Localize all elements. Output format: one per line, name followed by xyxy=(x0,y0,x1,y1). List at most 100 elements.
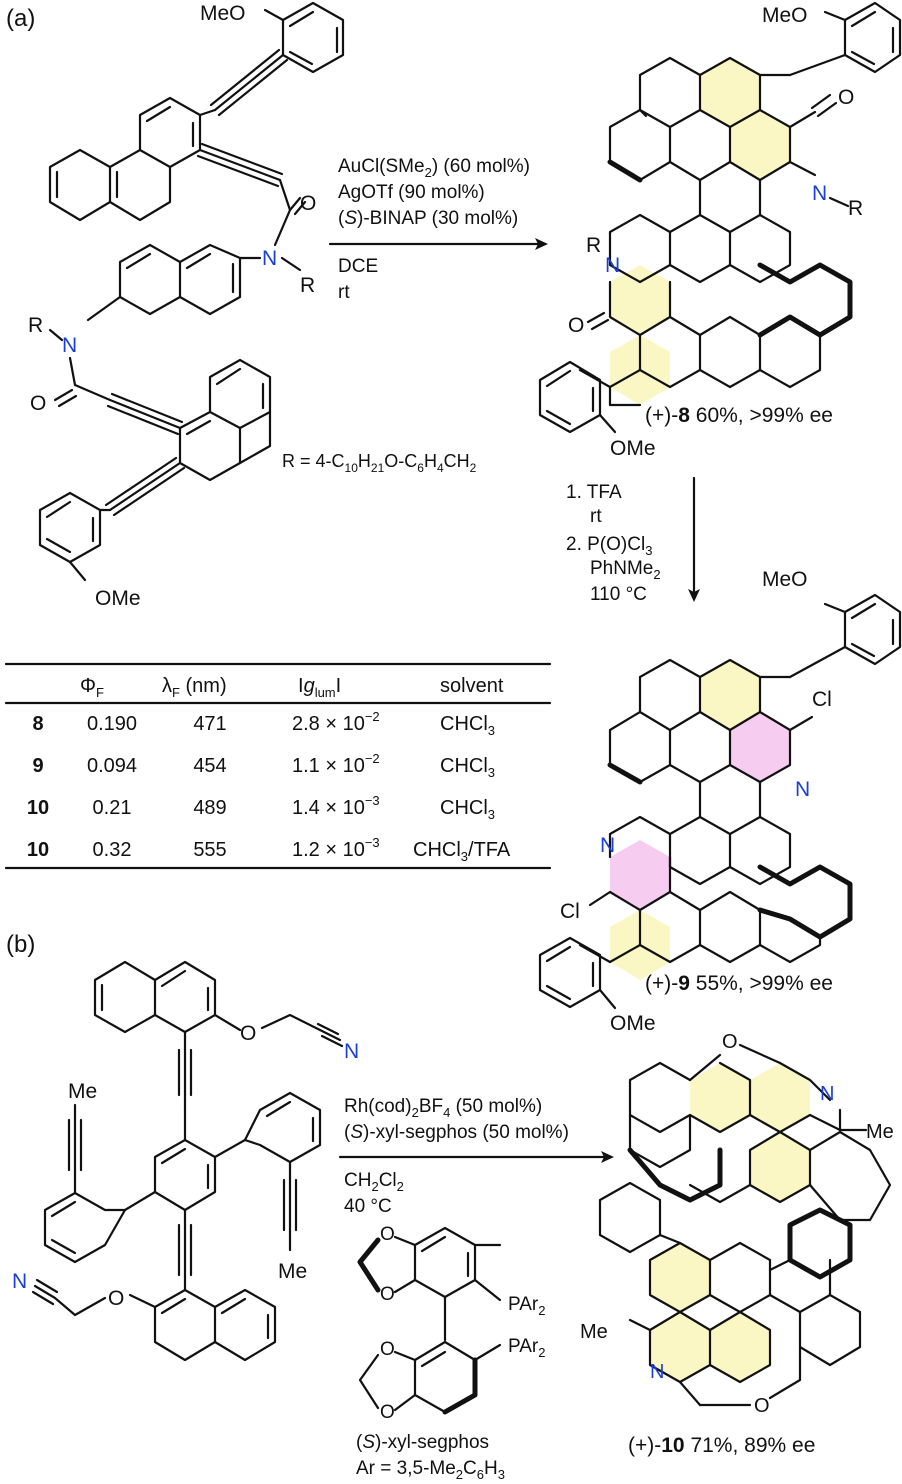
atom-r-p8-bottom: R xyxy=(586,234,601,257)
panel-label-b: (b) xyxy=(6,931,35,958)
panel-label-a: (a) xyxy=(6,5,35,32)
atom-meo-p9: MeO xyxy=(762,568,808,591)
conditions-b: Rh(cod)2BF4 (50 mol%) (S)-xyl-segphos (5… xyxy=(344,1096,569,1217)
atom-o-p8-bottom: O xyxy=(568,314,584,337)
atom-n-p9-top: N xyxy=(795,778,810,801)
svg-text:1. TFA: 1. TFA xyxy=(566,482,622,503)
atom-ome-p9: OMe xyxy=(610,1012,656,1035)
atom-n-p9-bottom: N xyxy=(600,834,615,857)
atom-o-b-top: O xyxy=(240,1022,256,1045)
table-header-lambda: λF (nm) xyxy=(162,675,227,700)
product-8-label: (+)-8 60%, >99% ee xyxy=(645,404,833,427)
table-cell-solvent: CHCl3 xyxy=(440,797,495,822)
atom-n-p10-bottom: N xyxy=(650,1361,664,1383)
atom-me-p10-bottom: Me xyxy=(580,1321,608,1343)
table-cell-solvent: CHCl3/TFA xyxy=(413,839,511,864)
table-cell-lambda: 489 xyxy=(193,797,226,819)
atom-me-b-right: Me xyxy=(278,1260,307,1283)
svg-text:PhNMe2: PhNMe2 xyxy=(590,558,661,582)
atom-o-b-bottom: O xyxy=(108,1287,124,1310)
atom-o-p8-top: O xyxy=(838,86,854,109)
atom-r-p8-top: R xyxy=(848,197,863,220)
ligand-segphos-structure: O O PAr2 O O PAr2 xyxy=(357,1224,546,1423)
atom-o-p10-bottom: O xyxy=(754,1395,770,1417)
table-cell-lambda: 454 xyxy=(193,755,226,777)
atom-ome-bottom: OMe xyxy=(95,587,141,610)
product-10-structure: O N Me Me N O xyxy=(580,1031,894,1417)
svg-text:2. P(O)Cl3: 2. P(O)Cl3 xyxy=(566,534,652,558)
table-cell-glum: 2.8 × 10−2 xyxy=(292,709,380,735)
atom-r-mid: R xyxy=(28,314,43,337)
atom-cl-p9-bottom: Cl xyxy=(560,900,580,923)
atom-meo-p8: MeO xyxy=(762,4,808,27)
product-8-structure: MeO O N R R N O OMe xyxy=(538,1,902,460)
table-cell-lambda: 555 xyxy=(193,839,226,861)
svg-text:(S)-BINAP (30 mol%): (S)-BINAP (30 mol%) xyxy=(338,208,518,229)
atom-n-top: N xyxy=(262,247,277,270)
table-cell-compound: 10 xyxy=(27,839,49,861)
table-cell-lambda: 471 xyxy=(193,713,226,735)
atom-me-b-left: Me xyxy=(68,1080,97,1103)
photophysics-table: ΦF λF (nm) IglumI solvent 8 0.190 471 2.… xyxy=(4,662,552,870)
atom-meo-top: MeO xyxy=(200,2,246,25)
svg-text:rt: rt xyxy=(590,506,602,527)
table-cell-phi: 0.094 xyxy=(87,755,137,777)
atom-o-amide-mid: O xyxy=(30,392,46,415)
atom-o-lig-3: O xyxy=(380,1339,395,1360)
atom-o-amide-top: O xyxy=(300,192,316,215)
table-cell-glum: 1.2 × 10−3 xyxy=(292,835,380,861)
table-cell-phi: 0.190 xyxy=(87,713,137,735)
r-group-definition: R = 4-C10H21O-C6H4CH2 xyxy=(282,451,477,475)
table-cell-compound: 8 xyxy=(32,713,43,735)
table-cell-solvent: CHCl3 xyxy=(440,755,495,780)
starting-material-a: MeO O N R R N O xyxy=(28,1,345,610)
svg-text:CH2Cl2: CH2Cl2 xyxy=(344,1170,404,1194)
starting-material-b: O N Me Me O N xyxy=(12,960,359,1362)
atom-o-lig-1: O xyxy=(380,1224,395,1245)
conditions-a2: 1. TFA rt 2. P(O)Cl3 PhNMe2 110 °C xyxy=(566,482,661,605)
table-cell-compound: 10 xyxy=(27,797,49,819)
product-9-structure: MeO Cl N N Cl OMe xyxy=(538,568,902,1035)
table-cell-solvent: CHCl3 xyxy=(440,713,495,738)
product-10-label: (+)-10 71%, 89% ee xyxy=(628,1434,815,1457)
atom-n-p8-bottom: N xyxy=(605,254,620,277)
ligand-ar-definition: Ar = 3,5-Me2C6H3 xyxy=(356,1458,505,1482)
table-header-phi: ΦF xyxy=(80,675,104,700)
svg-text:rt: rt xyxy=(338,282,350,303)
atom-n-b-top: N xyxy=(344,1040,359,1063)
atom-n-p10-top: N xyxy=(820,1083,834,1105)
svg-text:AuCl(SMe2) (60 mol%): AuCl(SMe2) (60 mol%) xyxy=(338,156,530,180)
atom-r-top: R xyxy=(300,274,315,297)
ligand-label: (S)-xyl-segphos xyxy=(356,1432,489,1453)
atom-n-b-bottom: N xyxy=(12,1270,27,1293)
atom-n-mid: N xyxy=(62,334,77,357)
atom-o-lig-4: O xyxy=(380,1402,395,1423)
atom-p-lig-2: PAr2 xyxy=(508,1336,546,1360)
atom-cl-p9-top: Cl xyxy=(812,688,832,711)
svg-text:AgOTf (90 mol%): AgOTf (90 mol%) xyxy=(338,182,485,203)
reaction-arrow-down xyxy=(688,476,700,602)
atom-n-p8-top: N xyxy=(812,182,827,205)
svg-text:(S)-xyl-segphos (50 mol%): (S)-xyl-segphos (50 mol%) xyxy=(344,1122,569,1143)
reaction-arrow-a xyxy=(328,238,548,250)
atom-o-lig-2: O xyxy=(380,1284,395,1305)
product-9-label: (+)-9 55%, >99% ee xyxy=(645,972,833,995)
table-cell-compound: 9 xyxy=(32,755,43,777)
table-header-solvent: solvent xyxy=(440,675,504,697)
conditions-a: AuCl(SMe2) (60 mol%) AgOTf (90 mol%) (S)… xyxy=(338,156,530,303)
atom-o-p10-top: O xyxy=(722,1031,738,1053)
atom-ome-p8: OMe xyxy=(610,437,656,460)
table-cell-glum: 1.1 × 10−2 xyxy=(292,751,380,777)
atom-p-lig-1: PAr2 xyxy=(508,1294,546,1318)
svg-text:40 °C: 40 °C xyxy=(344,1196,392,1217)
table-cell-glum: 1.4 × 10−3 xyxy=(292,793,380,819)
svg-text:DCE: DCE xyxy=(338,256,378,277)
atom-me-p10-top: Me xyxy=(866,1121,894,1143)
table-cell-phi: 0.32 xyxy=(93,839,132,861)
table-header-glum: IglumI xyxy=(298,675,341,700)
svg-text:110 °C: 110 °C xyxy=(590,584,647,605)
svg-text:Rh(cod)2BF4 (50 mol%): Rh(cod)2BF4 (50 mol%) xyxy=(344,1096,542,1120)
table-cell-phi: 0.21 xyxy=(93,797,132,819)
reaction-arrow-b xyxy=(338,1151,614,1163)
